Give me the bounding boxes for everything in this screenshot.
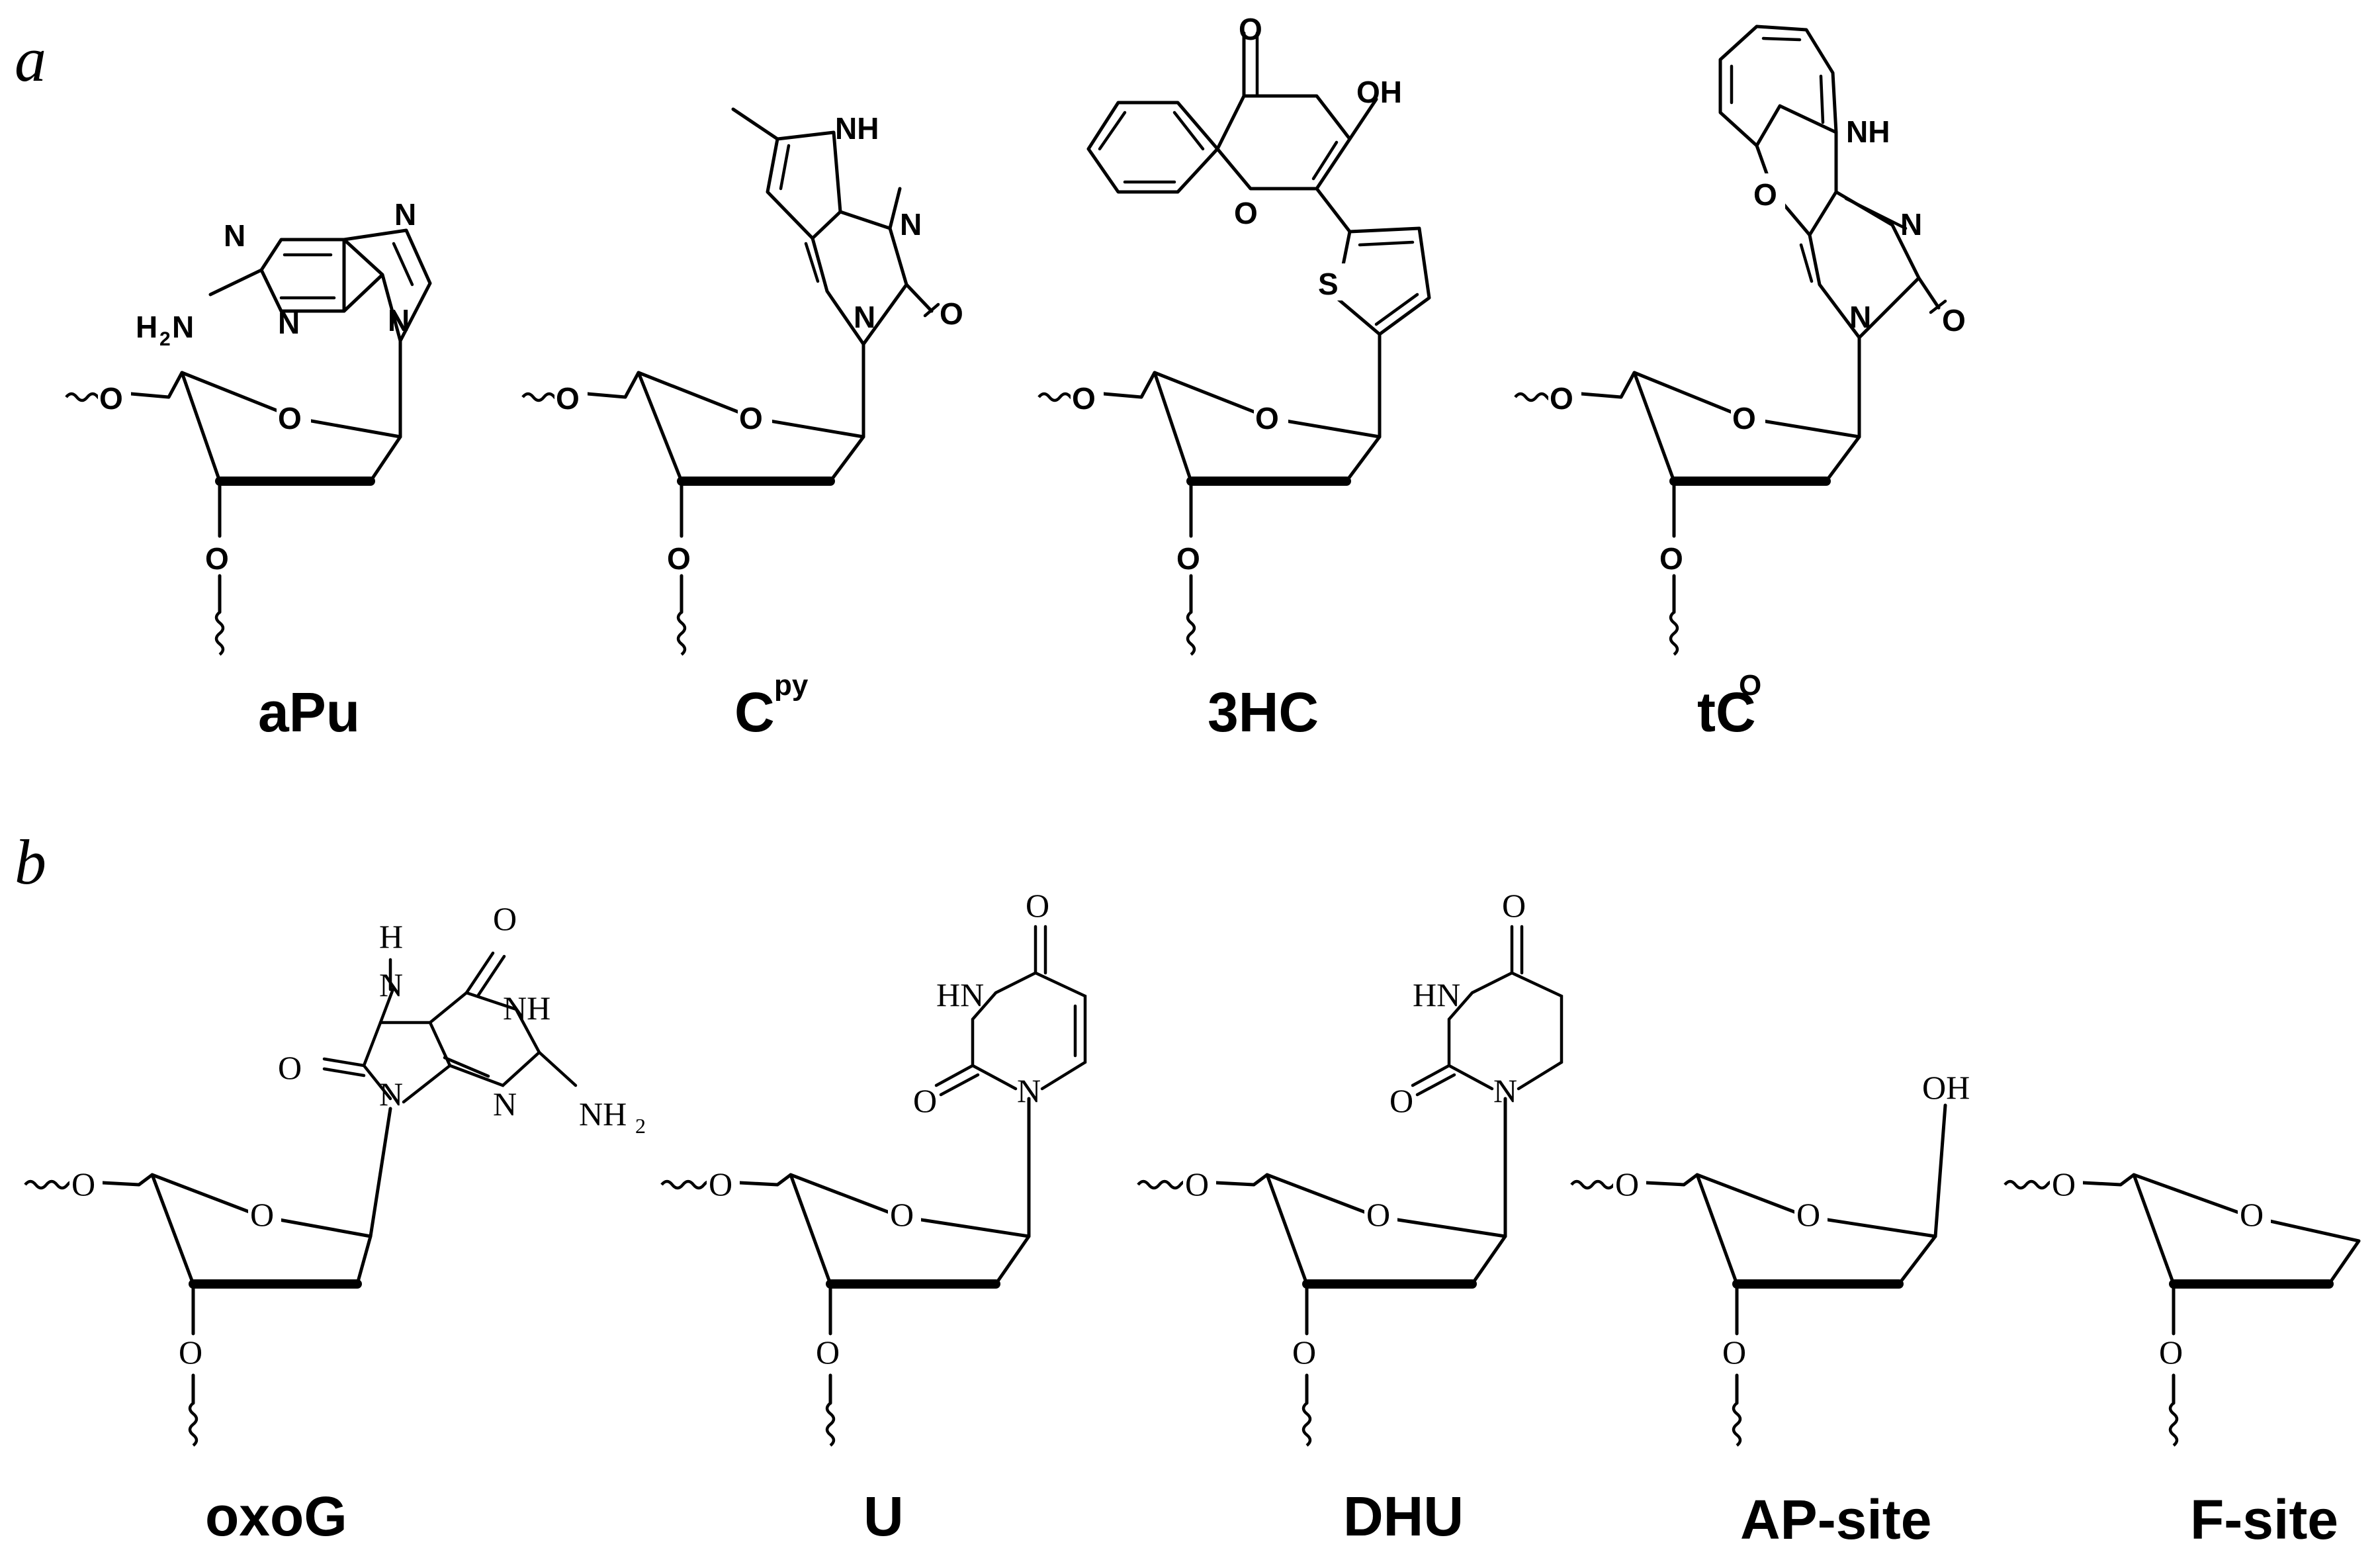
tco-name: tC: [1697, 681, 1756, 743]
oxog-3-o: O: [179, 1334, 202, 1371]
cpy-n3: N: [900, 207, 922, 242]
hc3-name: 3HC: [1208, 681, 1319, 743]
u-hn3: HN: [936, 976, 984, 1013]
cpy-ring-o: O: [739, 401, 763, 435]
u-o4: O: [1026, 887, 1049, 924]
tco-name-superscript: O: [1739, 669, 1761, 702]
oxog-n7: N: [379, 966, 403, 1003]
ap-site-name: AP-site: [1740, 1488, 1931, 1551]
cpy-carbonyl-o: O: [940, 297, 963, 331]
oxog-name: oxoG: [205, 1485, 347, 1547]
ap-3-o: O: [1722, 1334, 1746, 1371]
ap-ring-o: O: [1796, 1196, 1820, 1233]
hc3-3-o: O: [1176, 541, 1200, 576]
oxog-structure: H N O NH O N N NH 2 O O O oxoG: [24, 900, 646, 1547]
apu-n3: N: [278, 306, 300, 340]
oxog-amine-subscript: 2: [635, 1114, 646, 1138]
hc3-thiophene-s: S: [1318, 267, 1339, 301]
apu-5-o: O: [99, 381, 123, 416]
tco-structure: NH O N N O O O O tC O: [1514, 24, 1966, 743]
apu-n1: N: [224, 218, 245, 253]
dhu-o2: O: [1389, 1082, 1413, 1119]
oxog-o8: O: [278, 1049, 302, 1086]
f-5-o: O: [2052, 1166, 2076, 1203]
oxog-h: H: [379, 918, 403, 955]
cpy-n1: N: [854, 300, 875, 334]
ap-hydroxyl: OH: [1922, 1069, 1970, 1106]
dhu-n1: N: [1493, 1072, 1517, 1109]
apu-structure: N N N N H 2 N O O O aPu: [65, 197, 432, 743]
apu-n9: N: [388, 303, 410, 338]
dhu-ring-o: O: [1366, 1196, 1390, 1233]
hc3-chromone-o: O: [1234, 196, 1258, 230]
cpy-3-o: O: [667, 541, 691, 576]
panel-b-label: b: [15, 827, 46, 897]
tco-5-o: O: [1550, 381, 1573, 416]
f-site-structure: O O O F-site: [2004, 1166, 2361, 1551]
oxog-o6: O: [493, 900, 517, 937]
oxog-n3: N: [493, 1085, 517, 1122]
oxog-n9: N: [379, 1075, 403, 1113]
ap-site-structure: OH O O O AP-site: [1570, 1069, 1970, 1551]
tco-n3: N: [1900, 207, 1922, 242]
apu-amine-subscript: 2: [159, 328, 171, 350]
u-o2: O: [913, 1082, 937, 1119]
tco-3-o: O: [1659, 541, 1683, 576]
tco-nh: NH: [1846, 114, 1890, 149]
dhu-name: DHU: [1343, 1485, 1464, 1547]
u-5-o: O: [709, 1166, 732, 1203]
u-3-o: O: [816, 1334, 840, 1371]
oxog-nh1: NH: [503, 989, 551, 1027]
dhu-o4: O: [1502, 887, 1526, 924]
tco-n1: N: [1849, 300, 1871, 334]
cpy-nh: NH: [835, 111, 879, 146]
oxog-amine-n: NH: [579, 1095, 627, 1132]
u-structure: O HN O N O O O U: [660, 887, 1087, 1547]
panel-a-label: a: [15, 24, 46, 95]
ap-5-o: O: [1615, 1166, 1639, 1203]
hc3-hydroxyl: OH: [1356, 75, 1402, 109]
apu-amine-h: H: [136, 310, 157, 344]
hc3-structure: O OH O S O O O 3HC: [1037, 12, 1431, 743]
f-3-o: O: [2159, 1334, 2183, 1371]
apu-n7: N: [394, 197, 416, 232]
u-name: U: [863, 1485, 904, 1547]
hc3-keto-o: O: [1239, 12, 1262, 46]
apu-ring-o: O: [278, 401, 302, 435]
cpy-name: C: [734, 681, 775, 743]
oxog-ring-o: O: [250, 1196, 274, 1233]
cpy-5-o: O: [556, 381, 580, 416]
apu-name: aPu: [258, 681, 360, 743]
f-site-name: F-site: [2190, 1488, 2338, 1551]
tco-ring-o: O: [1732, 401, 1756, 435]
cpy-name-superscript: py: [774, 669, 809, 702]
u-ring-o: O: [890, 1196, 914, 1233]
hc3-ring-o: O: [1255, 401, 1279, 435]
hc3-5-o: O: [1072, 381, 1096, 416]
dhu-3-o: O: [1292, 1334, 1316, 1371]
tco-carbonyl-o: O: [1942, 303, 1966, 338]
dhu-hn3: HN: [1413, 976, 1460, 1013]
f-ring-o: O: [2240, 1196, 2264, 1233]
apu-3-o: O: [205, 541, 229, 576]
oxog-5-o: O: [71, 1166, 95, 1203]
cpy-structure: NH N N O O O O C py: [521, 107, 963, 743]
u-n1: N: [1017, 1072, 1041, 1109]
apu-amine-n: N: [172, 310, 194, 344]
dhu-5-o: O: [1185, 1166, 1209, 1203]
dhu-structure: O HN O N O O O DHU: [1137, 887, 1564, 1547]
tco-oxazine-o: O: [1753, 177, 1777, 212]
